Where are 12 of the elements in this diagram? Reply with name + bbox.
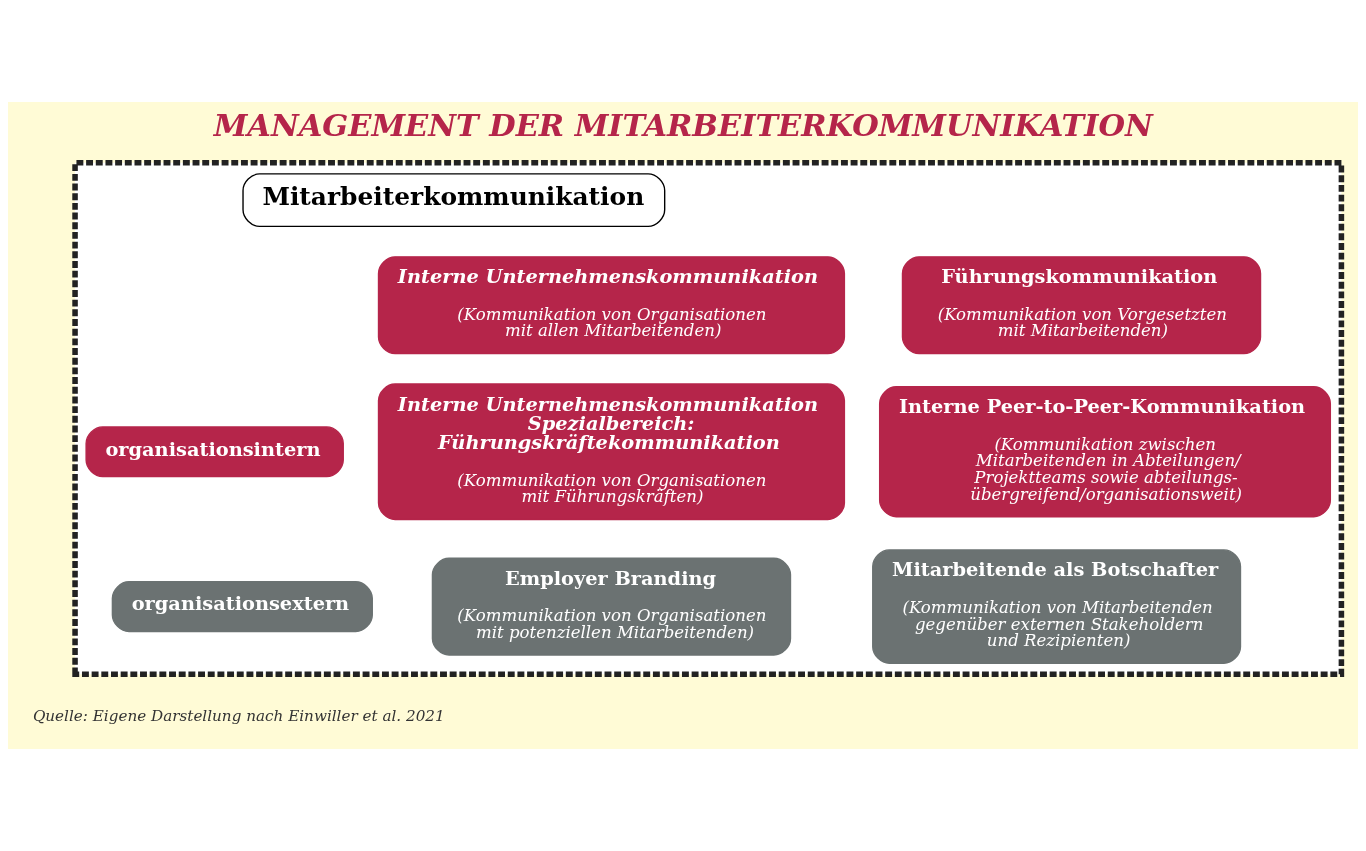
node-box: Employer Branding (Kommunikation von Organisationen mit potenziellen Mitarbeitenden) [431,557,792,656]
node-box: Führungskommunikation (Kommunikation von Vorgesetzten mit Mitarbeitenden) [901,256,1262,355]
node-box: Interne Unternehmenskommunikation (Kommunikation von Organisationen mit allen Mitarbeitenden) [377,256,846,355]
node-box: Interne Unternehmenskommunikation Spezialbereich: Führungskräftekommunikation (Kommunikation von Organisationen mit Führungskräften) [377,383,846,521]
node-box: Interne Peer-to-Peer-Kommunikation (Kommunikation zwischen Mitarbeitenden in Abteilungen/ Projektteams sowie abteilungs- übergreifend/organisationsweit) [878,386,1332,518]
node-box: organisationsextern [111,581,373,633]
diagram-title: MANAGEMENT DER MITARBEITERKOMMUNIKATION [213,107,1153,144]
node-box: organisationsintern [85,426,344,478]
cluster [72,160,1345,678]
caption: Quelle: Eigene Darstellung nach Einwiller et al. 2021 [32,707,445,726]
node-box: Mitarbeitende als Botschafter (Kommunikation von Mitarbeitenden gegenüber externen Stakeholdern und Rezipienten) [872,549,1242,664]
node-box: Mitarbeiterkommunikation [242,173,666,228]
